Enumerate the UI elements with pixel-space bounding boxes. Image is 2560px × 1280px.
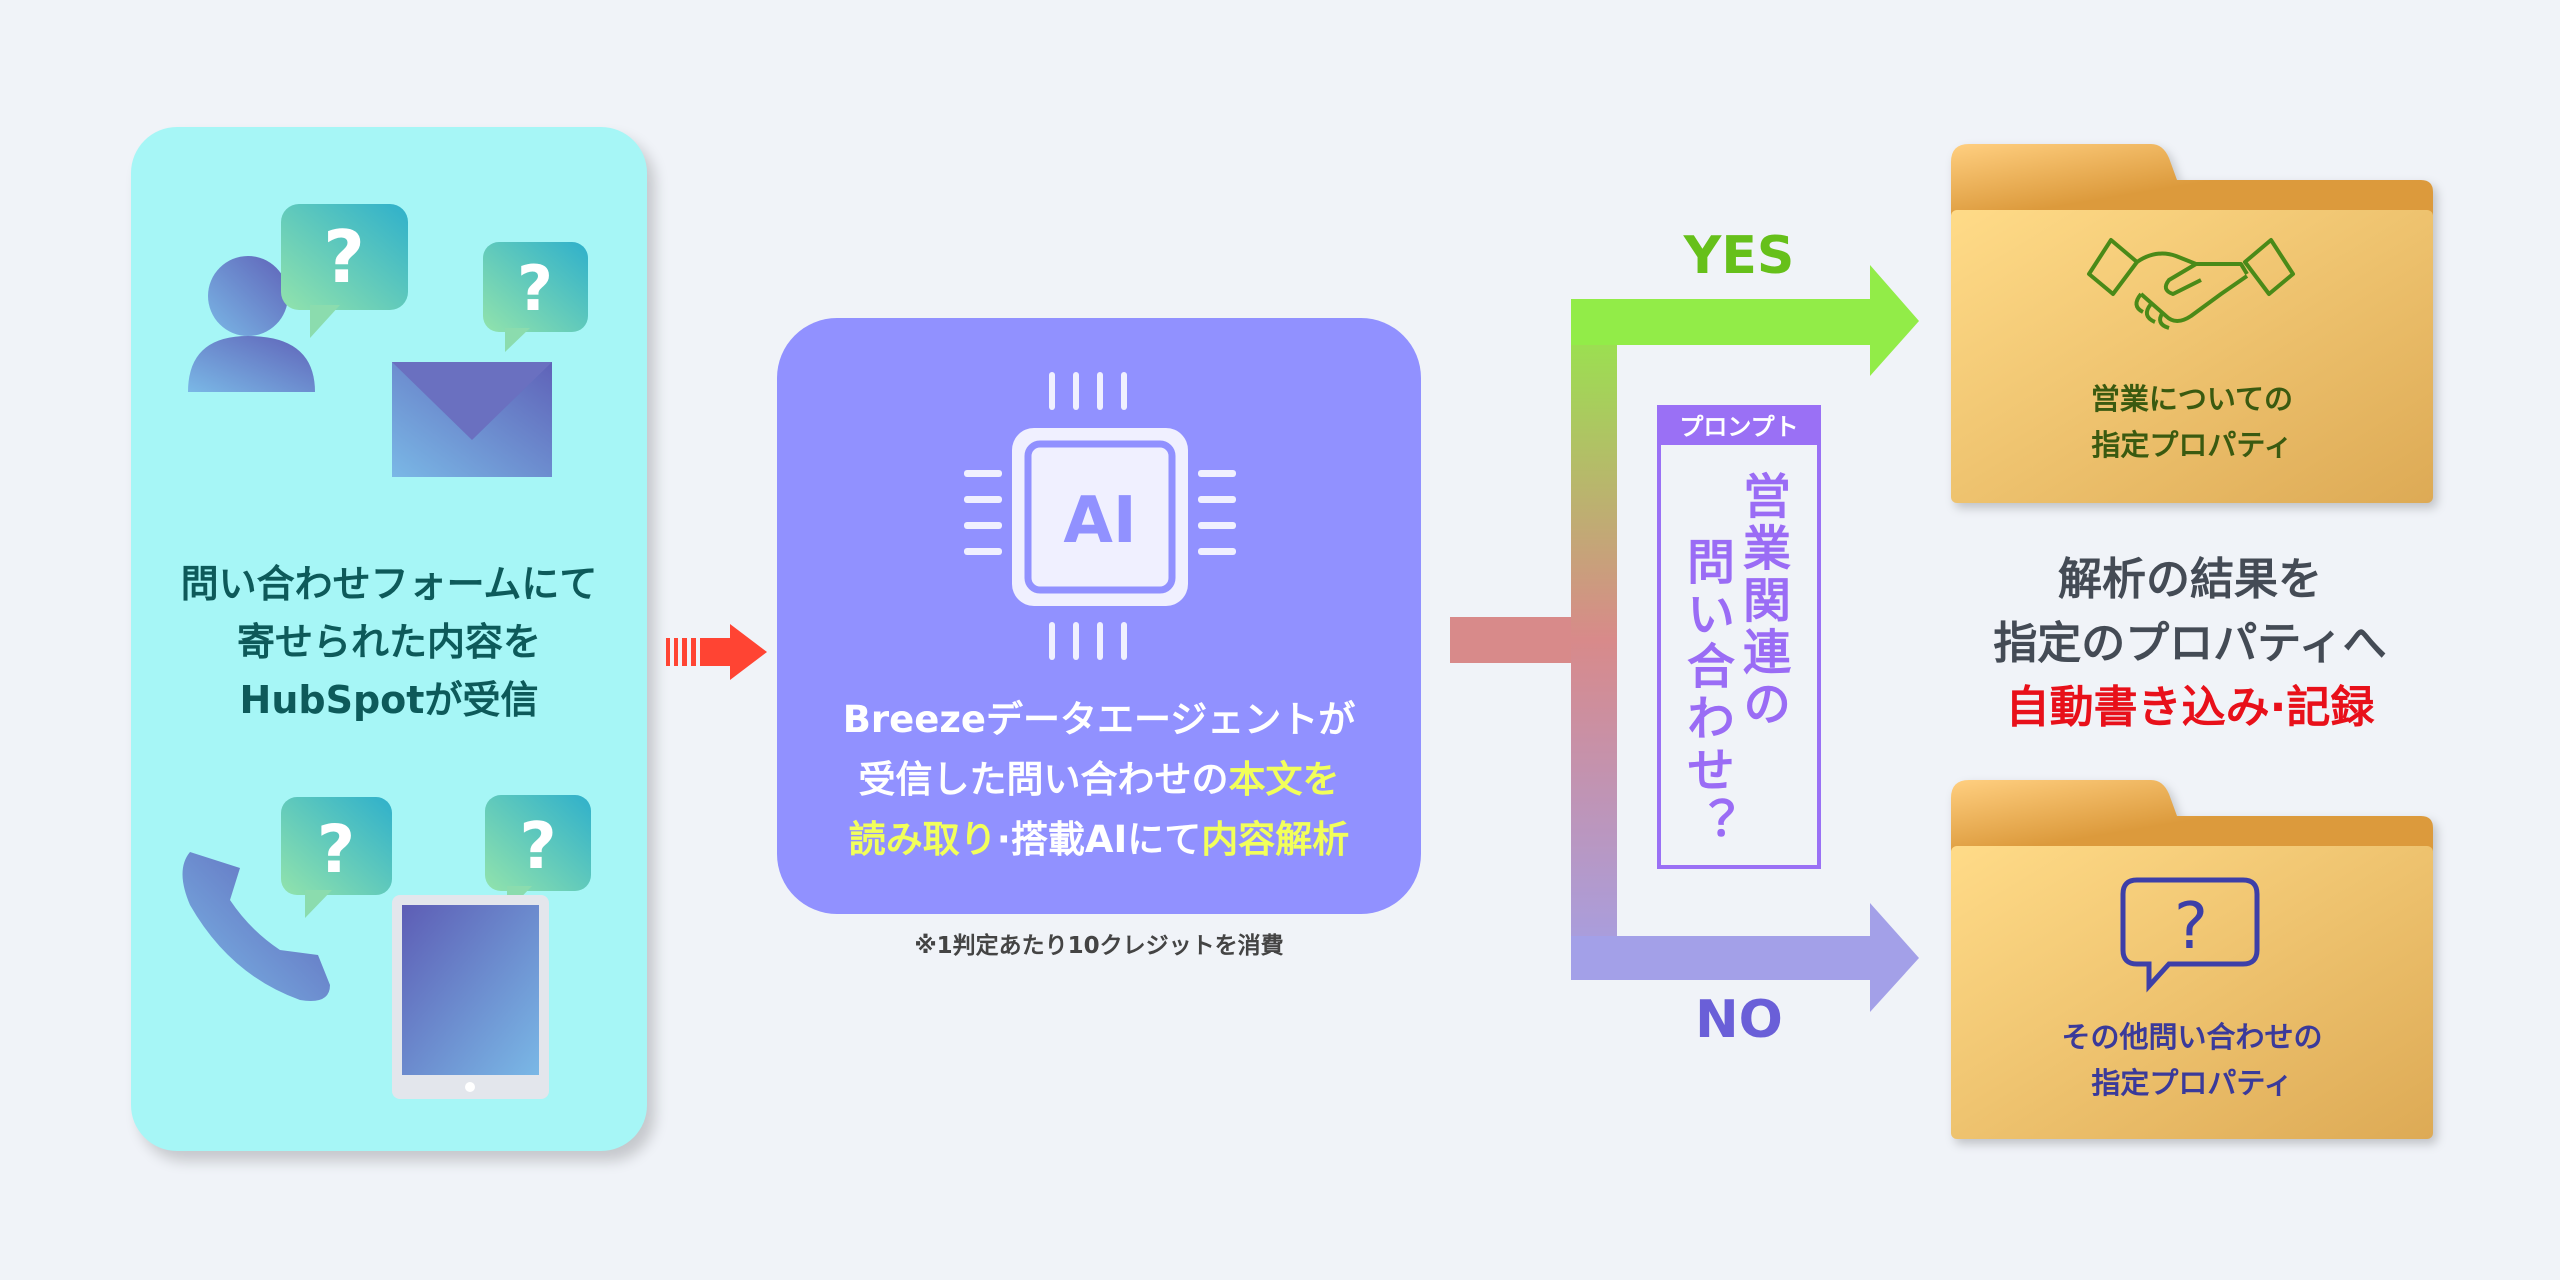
ai-chip-icon: AI (964, 372, 1236, 660)
text-line: 受信した問い合わせの本文を (858, 758, 1340, 801)
result-description: 解析の結果を 指定のプロパティへ 自動書き込み·記録 (1960, 548, 2420, 740)
text-line: 営業についての (2090, 382, 2294, 416)
handshake-icon (2087, 238, 2295, 330)
prompt-text-col2: 問い合わせ？ (1678, 537, 1734, 849)
other-folder-icon: ? (1951, 780, 2433, 1139)
connector-line (1450, 617, 1590, 663)
text-line: その他問い合わせの (2061, 1020, 2323, 1054)
yes-arrow-shaft (1571, 299, 1871, 345)
text-line: 指定プロパティ (2091, 428, 2293, 462)
text-line: 指定のプロパティへ (1993, 618, 2387, 669)
sales-folder-label: 営業についての 指定プロパティ (1951, 376, 2433, 468)
chip-label: AI (1063, 484, 1136, 558)
yes-arrow-head (1870, 265, 1919, 376)
text-line: 問い合わせフォームにて (180, 562, 598, 606)
branch-line (1571, 299, 1617, 980)
prompt-text-col1: 営業関連の (1734, 471, 1790, 731)
other-folder-label: その他問い合わせの 指定プロパティ (1951, 1014, 2433, 1106)
breeze-agent-box (777, 318, 1421, 914)
inquiry-description: 問い合わせフォームにて 寄せられた内容を HubSpotが受信 (131, 555, 647, 729)
svg-text:?: ? (2174, 890, 2208, 964)
yes-label: YES (1683, 226, 1795, 286)
no-arrow-head (1870, 903, 1919, 1012)
sales-folder-icon (1951, 144, 2433, 503)
text-line-accent: 自動書き込み·記録 (2005, 682, 2375, 733)
question-bubble-icon: ? (2120, 877, 2260, 993)
no-label: NO (1695, 990, 1783, 1050)
no-arrow-shaft (1571, 936, 1871, 980)
text-line: 解析の結果を (2058, 554, 2322, 605)
text-line: 指定プロパティ (2091, 1066, 2293, 1100)
credit-footnote: ※1判定あたり10クレジットを消費 (914, 933, 1284, 959)
text-line: Breezeデータエージェントが (842, 698, 1356, 741)
text-line: HubSpotが受信 (239, 678, 539, 722)
text-line: 読み取り·搭載AIにて内容解析 (848, 818, 1350, 861)
agent-description: Breezeデータエージェントが 受信した問い合わせの本文を 読み取り·搭載AI… (777, 690, 1421, 870)
prompt-box: プロンプト 営業関連の 問い合わせ？ (1657, 405, 1821, 869)
prompt-header: プロンプト (1661, 409, 1817, 445)
text-line: 寄せられた内容を (236, 620, 541, 664)
